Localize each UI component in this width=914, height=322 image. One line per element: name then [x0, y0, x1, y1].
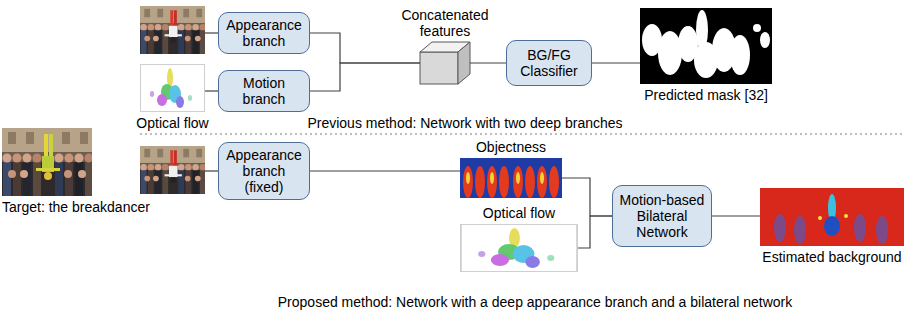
predicted-mask-image — [753, 24, 761, 32]
predicted-mask-image — [730, 35, 750, 75]
figure-caption: Previous method: Network with two deep b… — [295, 114, 635, 132]
process-box: Appearance branch (fixed) — [218, 142, 310, 200]
connector — [205, 90, 218, 91]
box-label: BG/FG Classifier — [511, 47, 587, 79]
objectness-map — [460, 158, 562, 198]
optical-flow-image — [461, 225, 577, 272]
feature-cube — [420, 42, 470, 84]
box-label: Motion-based Bilateral Network — [617, 192, 707, 240]
connector — [578, 216, 612, 248]
feature-cube — [458, 42, 470, 84]
image-caption: Concatenated features — [390, 7, 500, 39]
image-panel: Optical flow — [460, 224, 578, 272]
estimated-background-image — [774, 214, 786, 242]
estimated-background-image — [760, 188, 904, 246]
objectness-map — [463, 166, 473, 198]
objectness-map — [513, 166, 523, 198]
connector — [310, 33, 420, 63]
objectness-map — [487, 166, 497, 198]
connector — [712, 215, 760, 216]
objectness-map — [540, 172, 544, 184]
objectness-map — [499, 166, 509, 198]
objectness-map — [490, 172, 494, 184]
estimated-background-image — [844, 214, 848, 218]
input-frame — [140, 6, 206, 54]
image-caption: Optical flow — [136, 115, 208, 131]
image-caption: Objectness — [476, 139, 546, 155]
feature-cube — [420, 52, 458, 84]
predicted-mask-image — [658, 31, 682, 75]
image-caption: Target: the breakdancer — [2, 199, 150, 215]
estimated-background-image — [818, 216, 822, 220]
image-panel: Predicted mask [32] — [640, 8, 772, 84]
target-frame — [2, 128, 94, 196]
objectness-map — [460, 158, 562, 198]
objectness-map — [516, 172, 520, 184]
estimated-background-image — [760, 188, 904, 246]
objectness-map — [475, 166, 485, 198]
estimated-background-image — [794, 216, 806, 244]
connector — [592, 62, 640, 63]
process-box: Appearance branch — [218, 12, 310, 54]
connector — [470, 62, 506, 63]
figure-caption: Proposed method: Network with a deep app… — [235, 293, 835, 311]
image-panel: Optical flow — [140, 64, 205, 112]
image-panel: Concatenated features — [420, 42, 470, 84]
estimated-background-image — [854, 214, 866, 242]
caption-text: Previous method: Network with two deep b… — [307, 115, 622, 131]
objectness-map — [537, 166, 547, 198]
image-panel: Target: the breakdancer — [2, 128, 92, 196]
box-label: Appearance branch — [223, 17, 305, 49]
separator-line — [140, 133, 905, 134]
process-box: BG/FG Classifier — [506, 40, 592, 86]
estimated-background-image — [824, 216, 840, 236]
connector — [310, 63, 420, 91]
image-caption: Predicted mask [32] — [644, 87, 768, 103]
predicted-mask-image — [640, 8, 772, 84]
input-frame — [140, 146, 206, 194]
box-label: Appearance branch (fixed) — [223, 147, 305, 195]
predicted-mask-image — [760, 32, 770, 48]
frame-link — [205, 170, 218, 171]
connector — [310, 170, 460, 171]
objectness-map — [549, 166, 559, 198]
optical-flow-image — [141, 65, 205, 112]
process-box: Motion-based Bilateral Network — [612, 185, 712, 247]
image-panel: Objectness — [460, 158, 562, 198]
predicted-mask-image — [640, 8, 772, 84]
image-caption: Optical flow — [483, 205, 555, 221]
image-panel: Estimated background — [760, 188, 904, 246]
caption-text: Proposed method: Network with a deep app… — [278, 294, 792, 310]
connector — [562, 178, 612, 216]
image-caption: Estimated background — [762, 249, 901, 265]
box-label: Motion branch — [223, 75, 305, 107]
objectness-map — [525, 166, 535, 198]
process-box: Motion branch — [218, 70, 310, 112]
objectness-map — [466, 172, 470, 184]
frame-link — [205, 32, 218, 33]
estimated-background-image — [876, 216, 888, 244]
